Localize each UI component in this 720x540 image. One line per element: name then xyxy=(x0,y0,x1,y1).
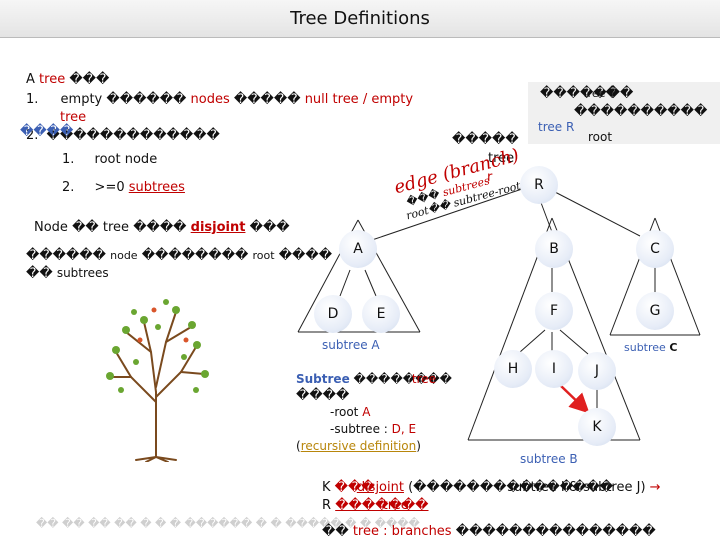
red-arrow-i-k xyxy=(559,384,590,414)
edge-r-c xyxy=(554,191,641,237)
subtree-b-label: subtree B xyxy=(520,452,578,466)
r-line: R ������� tree xyxy=(322,498,429,513)
node-f[interactable]: F xyxy=(535,292,573,330)
node-r[interactable]: R xyxy=(520,166,558,204)
right-panel-line-2: ���������� xyxy=(574,104,708,119)
long-line-2: �� subtrees xyxy=(26,266,109,281)
node-g[interactable]: G xyxy=(636,292,674,330)
r-label: r xyxy=(487,170,493,185)
node-k[interactable]: K xyxy=(578,408,616,446)
last-line: �� tree : branches ��������������� xyxy=(322,524,656,539)
edge-a-e xyxy=(364,269,377,297)
subtree-c-label: subtree C xyxy=(624,341,678,354)
sub-item-1: 1. root node xyxy=(62,152,158,167)
node-j[interactable]: J xyxy=(578,352,616,390)
node-h[interactable]: H xyxy=(494,350,532,388)
node-c[interactable]: C xyxy=(636,230,674,268)
right-panel-line-1: �������tree� xyxy=(540,86,634,101)
def-item-2-overlay: ���� xyxy=(20,124,74,139)
root-word: root xyxy=(588,130,613,144)
node-line: Node �� tree ���� disjoint ��� xyxy=(34,220,290,235)
right-panel-line-3: ����� xyxy=(452,132,519,147)
edge-f-h xyxy=(519,329,546,353)
tree-illustration-icon xyxy=(106,299,209,462)
faint-line: �� �� �� �� � � � ������ � � ����� � � �… xyxy=(36,517,420,530)
subtree-def-line: Subtree �������� tree xyxy=(296,372,452,386)
page-title: Tree Definitions xyxy=(290,8,430,29)
node-d[interactable]: D xyxy=(314,295,352,333)
node-e[interactable]: E xyxy=(362,295,400,333)
long-line: ������ node �������� root ���� xyxy=(26,248,333,263)
edge-r-b xyxy=(539,199,553,233)
node-b[interactable]: B xyxy=(535,230,573,268)
def-item-1-tree: tree xyxy=(60,110,87,125)
edge-f-j xyxy=(559,329,589,355)
edge-a-d xyxy=(339,269,351,297)
node-a[interactable]: A xyxy=(339,230,377,268)
subtree-sub-line: -subtree : D, E xyxy=(330,422,417,436)
subtree-root-line: -root A xyxy=(330,405,371,419)
sub-item-2: 2. >=0 subtrees xyxy=(62,180,185,195)
recursive-line: (recursive definition) xyxy=(296,439,421,453)
subtree-def-glyphs2: ���� xyxy=(296,388,350,403)
tree-r-label: tree R xyxy=(538,120,575,134)
tree-label: tree xyxy=(488,151,515,166)
title-bar: Tree Definitions xyxy=(0,0,720,38)
k-line: K ��� disjoint (��������������� subtree … xyxy=(322,480,661,495)
def-item-2: 2. ������������� xyxy=(26,128,220,143)
subtree-a-label: subtree A xyxy=(322,338,380,352)
def-item-1: 1. empty ������ nodes ����� null tree / … xyxy=(26,92,414,107)
tree-def-line: A tree ��� xyxy=(26,72,110,87)
edge-r-a xyxy=(371,187,526,241)
node-i[interactable]: I xyxy=(535,350,573,388)
right-panel xyxy=(528,82,720,144)
